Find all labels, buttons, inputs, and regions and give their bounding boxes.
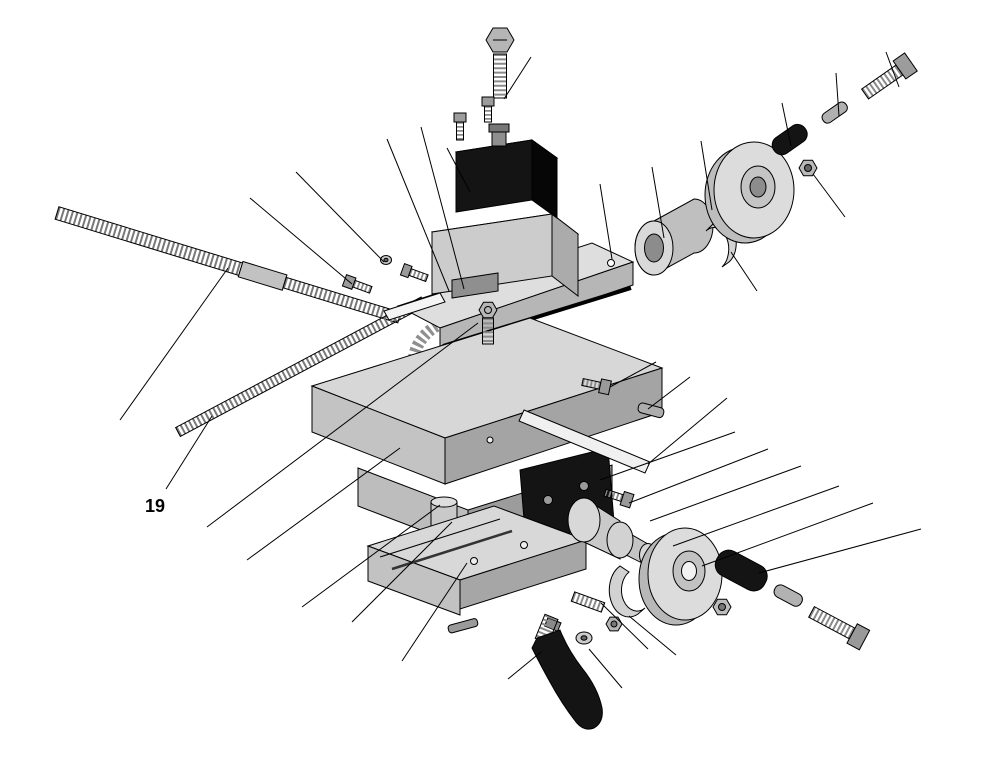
roll-pin-upper xyxy=(821,101,848,124)
threaded-pin xyxy=(399,262,429,283)
dial-flange-upper xyxy=(704,141,795,244)
small-washer xyxy=(380,255,392,265)
gib-strip-right xyxy=(518,409,651,474)
gib-screw xyxy=(603,488,635,509)
hex-head-bolt-top xyxy=(485,27,515,99)
gib-pin xyxy=(447,618,479,634)
set-screw-small-1 xyxy=(453,112,467,141)
hex-bolt-upper-right xyxy=(860,52,918,100)
table-hole xyxy=(486,436,494,444)
base-slide xyxy=(366,505,588,616)
gib-screw xyxy=(341,273,373,294)
threaded-pin xyxy=(570,591,606,613)
clamp-lever xyxy=(531,629,603,730)
rail-hole xyxy=(607,259,615,267)
table-lock-bolt xyxy=(478,301,498,345)
leader-lines xyxy=(119,51,922,689)
handle-grip xyxy=(714,549,768,592)
bearing-sleeve xyxy=(634,198,714,276)
gib-strip-top xyxy=(383,292,446,321)
small-nut xyxy=(605,616,623,632)
compound-table xyxy=(310,317,664,485)
small-stud xyxy=(543,617,562,632)
hex-nut-upper xyxy=(798,159,818,177)
gib-screw xyxy=(581,377,612,396)
tool-post-base xyxy=(430,212,580,299)
tool-post xyxy=(454,123,559,219)
set-screw-small-2 xyxy=(481,96,495,123)
thrust-washer-lower xyxy=(608,565,646,618)
part-label-19: 19 xyxy=(145,496,165,516)
hex-nut-lower xyxy=(712,598,732,616)
handwheel-flange xyxy=(638,527,723,626)
hex-bolt-lower-right xyxy=(808,605,871,651)
lead-screw xyxy=(54,206,402,324)
small-washer xyxy=(575,631,593,645)
roll-pin-lower xyxy=(773,584,803,607)
